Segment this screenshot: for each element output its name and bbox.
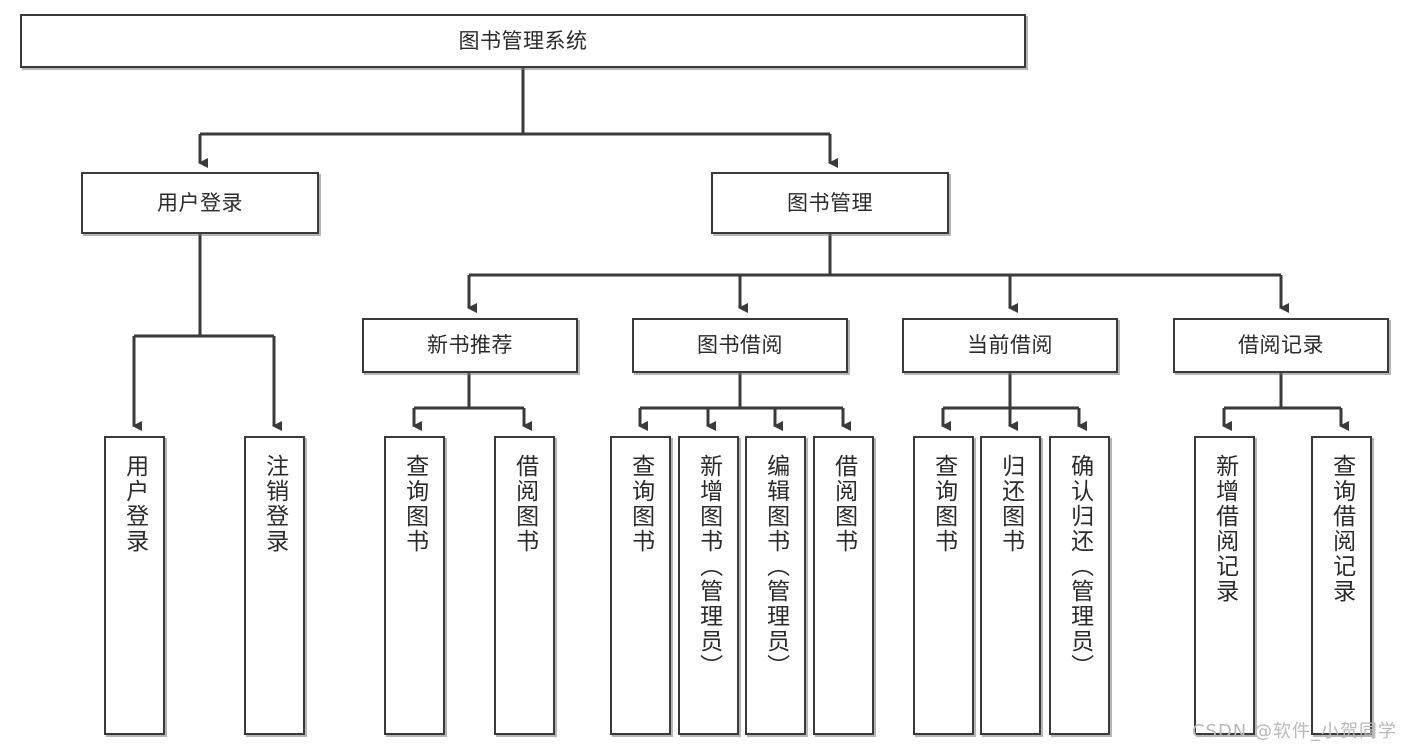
leaf-user-login-login[interactable]: 用户登录 xyxy=(104,436,165,735)
node-book-management[interactable]: 图书管理 xyxy=(711,172,949,234)
node-label: 查询图书 xyxy=(401,454,428,554)
node-label: 图书管理 xyxy=(787,190,873,215)
node-label: 用户登录 xyxy=(157,190,243,215)
leaf-current-borrow-query[interactable]: 查询图书 xyxy=(913,436,974,735)
node-label: 用户登录 xyxy=(121,454,148,554)
node-label: 确认归还（管理员） xyxy=(1066,454,1093,679)
leaf-new-book-borrow[interactable]: 借阅图书 xyxy=(494,436,555,735)
node-label: 查询图书 xyxy=(930,454,957,554)
node-label: 新增借阅记录 xyxy=(1211,454,1238,604)
node-label: 查询图书 xyxy=(627,454,654,554)
node-new-book-recommend[interactable]: 新书推荐 xyxy=(362,318,578,373)
node-borrow-record[interactable]: 借阅记录 xyxy=(1173,318,1389,373)
leaf-new-book-query[interactable]: 查询图书 xyxy=(384,436,445,735)
node-user-login[interactable]: 用户登录 xyxy=(81,172,319,234)
node-label: 编辑图书（管理员） xyxy=(762,454,789,679)
leaf-book-borrow-borrow[interactable]: 借阅图书 xyxy=(813,436,874,735)
node-label: 借阅记录 xyxy=(1238,333,1324,358)
leaf-book-borrow-edit[interactable]: 编辑图书（管理员） xyxy=(745,436,806,735)
leaf-current-borrow-confirm-return[interactable]: 确认归还（管理员） xyxy=(1049,436,1110,735)
node-label: 当前借阅 xyxy=(967,333,1053,358)
leaf-book-borrow-query[interactable]: 查询图书 xyxy=(610,436,671,735)
leaf-book-borrow-add[interactable]: 新增图书（管理员） xyxy=(678,436,739,735)
node-root[interactable]: 图书管理系统 xyxy=(20,14,1026,68)
node-label: 借阅图书 xyxy=(511,454,538,554)
node-label: 查询借阅记录 xyxy=(1328,454,1355,604)
node-label: 图书借阅 xyxy=(697,333,783,358)
watermark: CSDN @软件_小贺同学 xyxy=(1191,721,1397,742)
leaf-user-login-logout[interactable]: 注销登录 xyxy=(244,436,305,735)
node-current-borrow[interactable]: 当前借阅 xyxy=(902,318,1118,373)
leaf-current-borrow-return[interactable]: 归还图书 xyxy=(980,436,1041,735)
node-label: 图书管理系统 xyxy=(458,28,588,53)
node-label: 新书推荐 xyxy=(427,333,513,358)
leaf-borrow-record-query[interactable]: 查询借阅记录 xyxy=(1311,436,1372,735)
node-label: 注销登录 xyxy=(261,454,288,554)
node-label: 归还图书 xyxy=(997,454,1024,554)
node-label: 借阅图书 xyxy=(830,454,857,554)
leaf-borrow-record-add[interactable]: 新增借阅记录 xyxy=(1194,436,1255,735)
node-label: 新增图书（管理员） xyxy=(695,454,722,679)
node-book-borrow[interactable]: 图书借阅 xyxy=(632,318,848,373)
